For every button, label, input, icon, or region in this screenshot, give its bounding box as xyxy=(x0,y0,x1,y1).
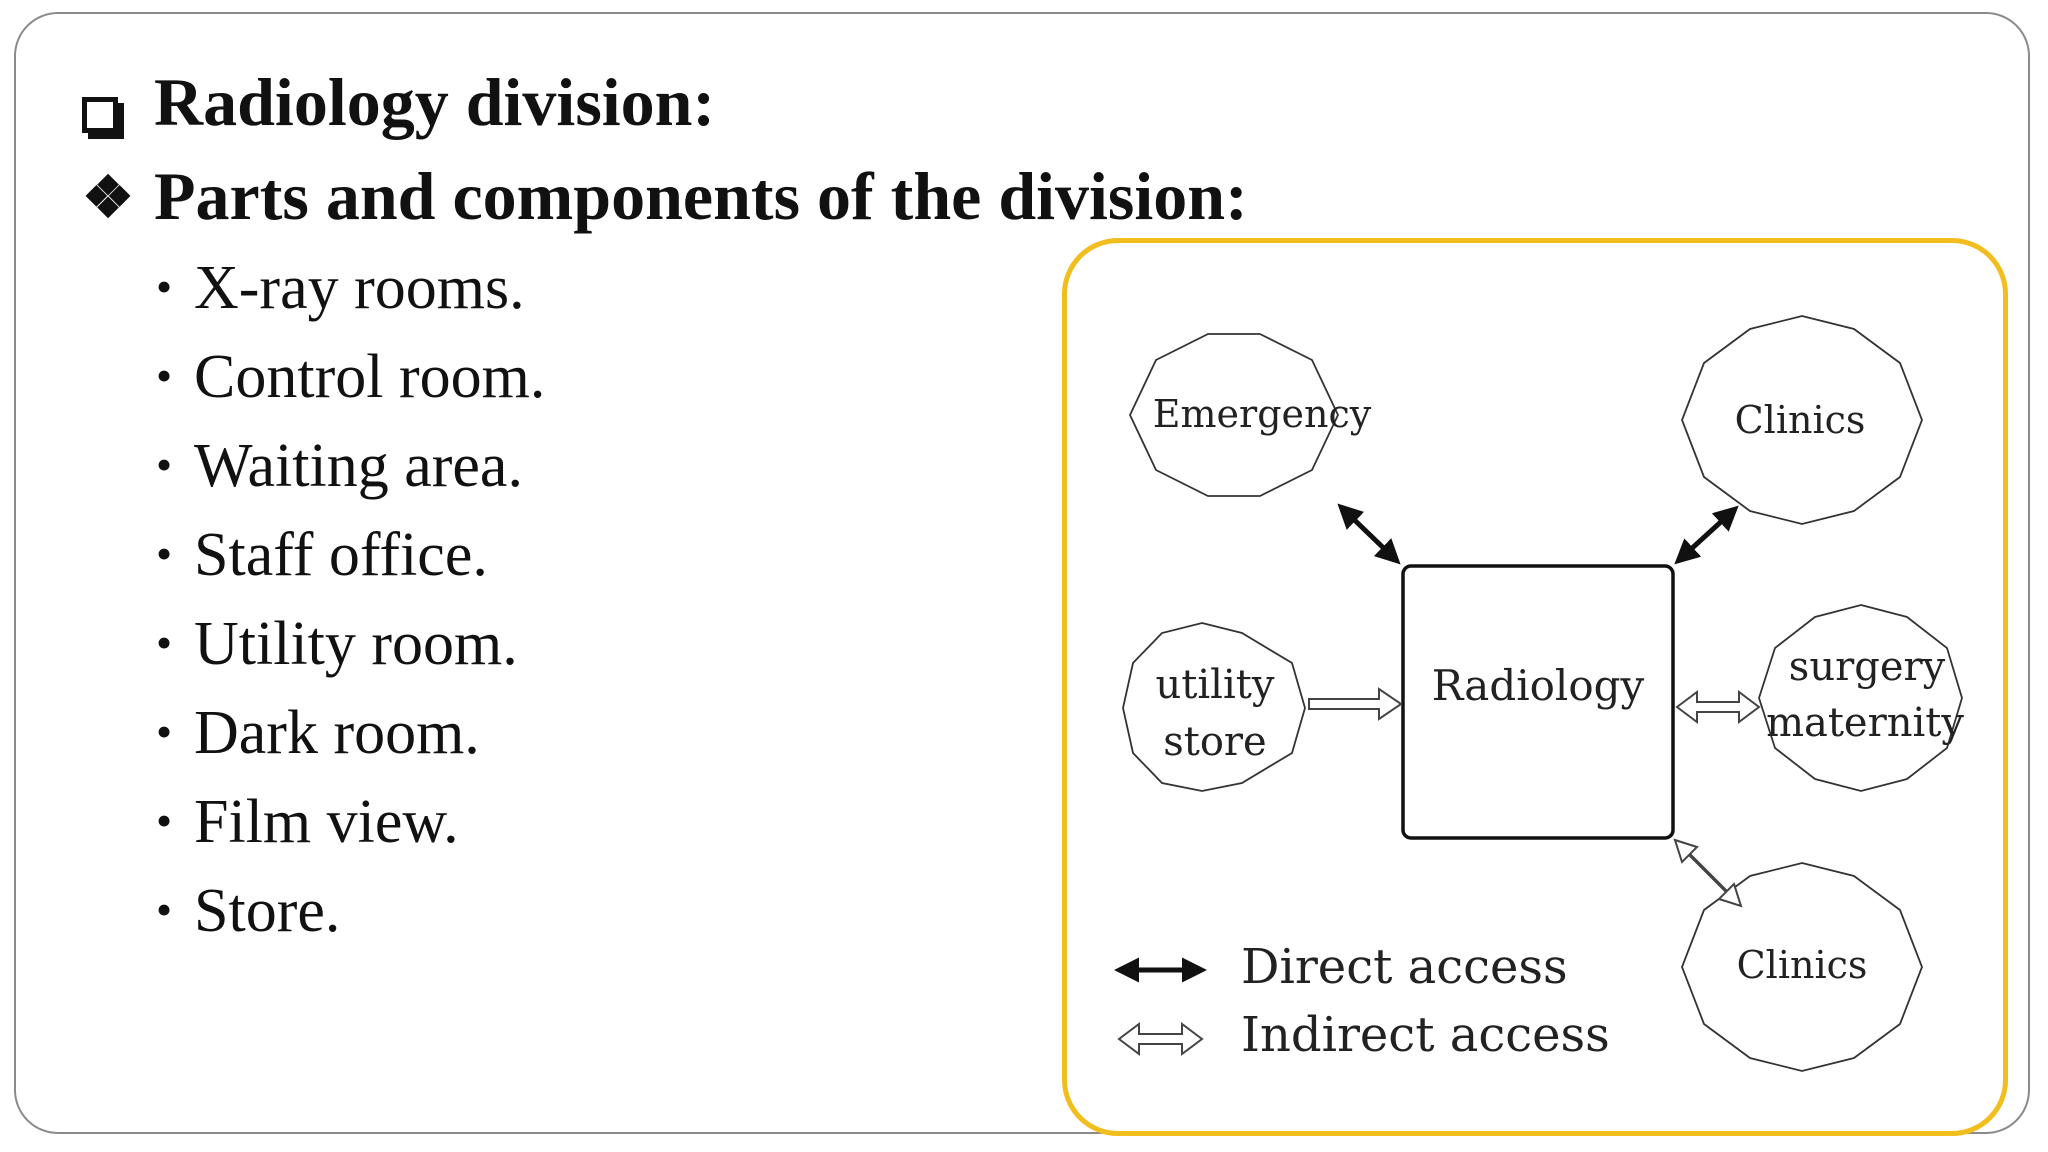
indirect-access-legend-icon xyxy=(1117,1022,1204,1056)
clinics-top-label: Clinics xyxy=(1735,398,1866,442)
utility-label: utility xyxy=(1156,662,1275,708)
list-item: •Utility room. xyxy=(156,610,518,678)
diagram-frame: Emergency Clinics Radiology utility stor… xyxy=(1062,238,2008,1136)
radiology-label: Radiology xyxy=(1432,661,1645,710)
maternity-label: maternity xyxy=(1766,700,1964,746)
indirect-arrow-utility xyxy=(1308,687,1403,721)
clinics-bottom-label: Clinics xyxy=(1737,943,1868,987)
indirect-arrow-surgery xyxy=(1675,690,1761,724)
legend-direct: Direct access xyxy=(1241,939,1568,995)
components-list: •X-ray rooms. •Control room. •Waiting ar… xyxy=(156,246,545,958)
access-diagram: Emergency Clinics Radiology utility stor… xyxy=(1114,315,1964,1072)
legend-indirect: Indirect access xyxy=(1241,1007,1610,1063)
surgery-label: surgery xyxy=(1789,644,1946,690)
slide-title: Radiology division: xyxy=(82,62,715,142)
title-text: Radiology division: xyxy=(154,64,716,140)
subtitle-text: Parts and components of the division: xyxy=(154,158,1248,234)
direct-arrow-clinics xyxy=(1674,505,1739,565)
list-item: •Staff office. xyxy=(156,521,488,589)
diamond-icon: ❖ xyxy=(82,165,134,230)
clinics-bottom-node: Clinics xyxy=(1681,862,1923,1072)
list-item: •Waiting area. xyxy=(156,432,523,500)
store-label: store xyxy=(1163,719,1266,765)
emergency-node: Emergency xyxy=(1129,333,1372,497)
legend: Direct access Indirect access xyxy=(1114,939,1610,1063)
clinics-top-node: Clinics xyxy=(1681,315,1923,525)
radiology-node: Radiology xyxy=(1401,564,1675,840)
list-item: •Dark room. xyxy=(156,699,480,767)
checkbox-icon xyxy=(82,97,124,139)
direct-arrow-emergency xyxy=(1337,503,1401,565)
slide-subtitle: ❖ Parts and components of the division: xyxy=(82,156,1248,240)
list-item: •Film view. xyxy=(156,788,459,856)
emergency-label: Emergency xyxy=(1153,392,1372,436)
list-item: •X-ray rooms. xyxy=(156,254,525,322)
list-item: •Store. xyxy=(156,877,341,945)
list-item: •Control room. xyxy=(156,343,546,411)
indirect-arrow-clinics-bottom xyxy=(1673,838,1743,908)
utility-store-node: utility store xyxy=(1122,622,1306,792)
surgery-maternity-node: surgery maternity xyxy=(1758,604,1964,792)
